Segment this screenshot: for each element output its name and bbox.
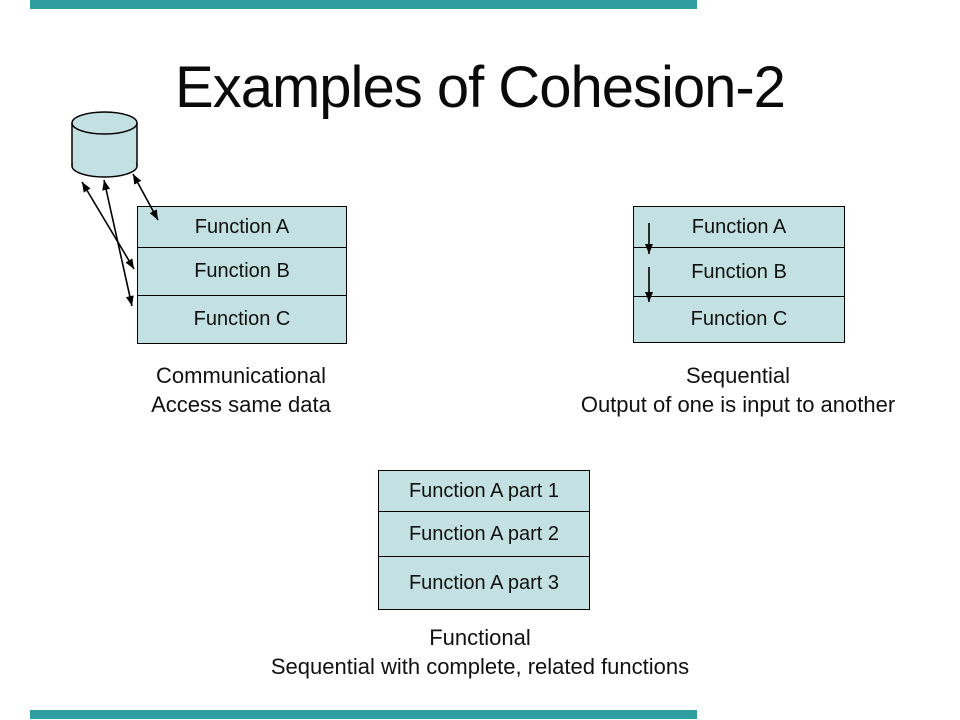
- function-box: Function A part 3: [379, 556, 589, 609]
- caption-line: Functional: [429, 625, 531, 650]
- sequential-caption: Sequential Output of one is input to ano…: [538, 361, 938, 419]
- functional-caption: Functional Sequential with complete, rel…: [230, 623, 730, 681]
- database-cylinder-icon: [71, 111, 138, 178]
- caption-line: Access same data: [151, 392, 331, 417]
- function-box: Function A part 1: [408, 479, 560, 502]
- function-box: Function C: [138, 295, 346, 343]
- data-access-arrow-function-b: [81, 181, 135, 270]
- slide-title: Examples of Cohesion-2: [175, 55, 786, 120]
- data-access-arrow-function-c: [102, 179, 134, 307]
- top-accent-bar: [30, 0, 697, 9]
- function-box: Function A: [691, 215, 787, 238]
- function-box: Function B: [138, 247, 346, 295]
- caption-line: Sequential with complete, related functi…: [270, 654, 690, 679]
- caption-line: Communicational: [156, 363, 326, 388]
- function-box: Function A: [194, 215, 290, 238]
- communicational-caption: Communicational Access same data: [41, 361, 441, 419]
- bottom-accent-bar: [30, 710, 697, 719]
- function-box: Function B: [634, 247, 844, 296]
- function-box: Function A part 2: [379, 511, 589, 556]
- functional-stack: Function A part 1 Function A part 2 Func…: [378, 470, 590, 610]
- sequential-stack: Function A Function B Function C: [633, 206, 845, 343]
- communicational-stack: Function A Function B Function C: [137, 206, 347, 344]
- caption-line: Output of one is input to another: [580, 392, 896, 417]
- caption-line: Sequential: [686, 363, 790, 388]
- function-box: Function C: [634, 296, 844, 342]
